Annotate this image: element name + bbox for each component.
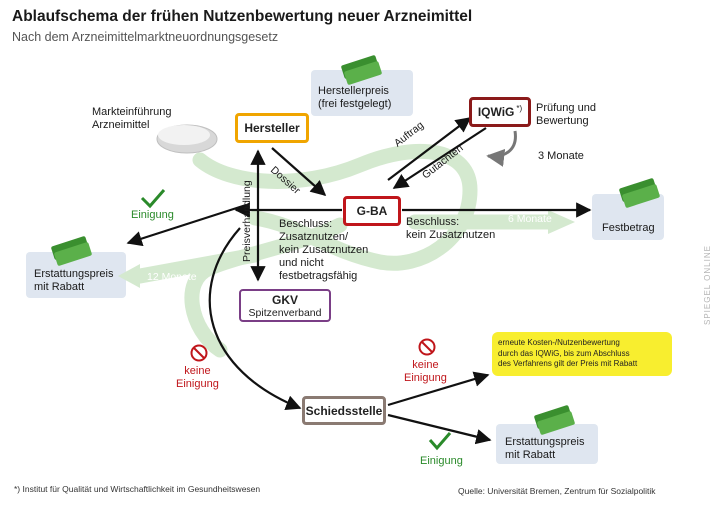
beschluss-ja-line-5: festbetragsfähig <box>279 270 358 282</box>
note-line-1: erneute Kosten-/Nutzenbewertung <box>498 338 620 347</box>
page-subtitle: Nach dem Arzneimittelmarktneuordnungsges… <box>12 30 279 44</box>
arrow-12-monate <box>118 264 140 288</box>
keine-einigung-label-left: keine Einigung <box>176 365 219 391</box>
markteinfuehrung-line-2: Arzneimittel <box>92 119 150 131</box>
festbetrag-label: Festbetrag <box>602 222 655 234</box>
markteinfuehrung-label: Markteinführung Arzneimittel <box>92 106 172 132</box>
einigung-label-left: Einigung <box>131 209 174 221</box>
arrow-schiedsstelle-einigung <box>387 413 492 445</box>
note-line-2: durch das IQWiG, bis zum Abschluss <box>498 348 630 358</box>
erstattung-left-line-1: Erstattungspreis <box>34 268 114 280</box>
arrow-keine-einigung <box>208 227 302 410</box>
arrow-6-monate <box>548 210 575 234</box>
erstattungspreis-right-label: Erstattungspreis mit Rabatt <box>505 436 584 462</box>
arrow-auftrag <box>387 117 472 181</box>
einigung-label-right: Einigung <box>420 455 463 467</box>
pruefung-line-2: Bewertung <box>536 115 589 127</box>
gkv-label: GKV <box>271 292 298 307</box>
erstattung-right-line-1: Erstattungspreis <box>505 436 585 448</box>
watermark: SPIEGEL ONLINE <box>703 245 712 325</box>
markteinfuehrung-line-1: Markteinführung <box>92 106 172 118</box>
hersteller-label: Hersteller <box>244 121 300 135</box>
arrow-dossier <box>271 147 327 197</box>
iqwig-footnote-mark: *) <box>516 103 523 113</box>
footnote: *) Institut für Qualität und Wirtschaftl… <box>14 484 261 494</box>
arrow-gutachten <box>392 127 487 189</box>
beschluss-ja-line-1: Beschluss: <box>279 218 333 230</box>
zwoelf-monate-label: 12 Monate <box>147 271 197 283</box>
money-icon-erstattung-left <box>51 236 92 266</box>
keine-einigung-line: Einigung <box>176 378 219 390</box>
money-icon-festbetrag <box>619 178 660 208</box>
arrow-einigung <box>126 203 247 247</box>
beschluss-nein-line-1: Beschluss: <box>406 216 460 228</box>
gkv-node: GKV Spitzenverband <box>239 289 331 322</box>
keine-right-line: keine <box>412 359 439 371</box>
erstattung-left-line-2: mit Rabatt <box>34 281 85 293</box>
schiedsstelle-label: Schiedsstelle <box>305 403 383 418</box>
pruefung-line-1: Prüfung und <box>536 102 596 114</box>
keine-einigung-label-right: keine Einigung <box>404 359 447 385</box>
iqwig-label: IQWiG <box>477 105 515 119</box>
pill-icon <box>156 124 218 154</box>
beschluss-ja-line-2: Zusatznutzen/ <box>279 231 349 243</box>
check-icon-right <box>428 432 452 451</box>
note-box: erneute Kosten-/Nutzenbewertung durch da… <box>492 332 672 376</box>
gba-node: G-BA <box>343 196 401 226</box>
hersteller-node: Hersteller <box>235 113 309 143</box>
herstellerpreis-label: Herstellerpreis (frei festgelegt) <box>318 85 391 111</box>
beschluss-ja-line-4: und nicht <box>279 257 324 269</box>
iqwig-node: IQWiG*) <box>469 97 531 127</box>
schiedsstelle-node: Schiedsstelle <box>302 396 386 425</box>
erstattungspreis-left-label: Erstattungspreis mit Rabatt <box>34 268 113 294</box>
beschluss-nein-line-2: kein Zusatznutzen <box>406 229 496 241</box>
drei-monate-label: 3 Monate <box>538 150 584 162</box>
beschluss-zusatznutzen: Beschluss: Zusatznutzen/ kein Zusatznutz… <box>279 218 368 283</box>
erstattung-right-line-2: mit Rabatt <box>505 449 556 461</box>
no-icon-left <box>190 344 208 362</box>
pruefung-label: Prüfung und Bewertung <box>536 102 596 128</box>
check-icon-left <box>140 189 166 209</box>
no-icon-right <box>418 338 436 356</box>
page-title: Ablaufschema der frühen Nutzenbewertung … <box>12 8 473 25</box>
money-icon-herstellerpreis <box>341 55 382 85</box>
gkv-sublabel: Spitzenverband <box>248 306 322 319</box>
preisverhandlung-label: Preisverhandlung <box>241 180 253 262</box>
herstellerpreis-line-2: (frei festgelegt) <box>318 98 392 110</box>
arrow-3-monate <box>486 130 517 167</box>
beschluss-kein-zusatznutzen: Beschluss: kein Zusatznutzen <box>406 216 495 242</box>
herstellerpreis-line-1: Herstellerpreis <box>318 85 389 97</box>
note-line-3: des Verfahrens gilt der Preis mit Rabatt <box>498 359 638 368</box>
sechs-monate-label: 6 Monate <box>508 213 552 225</box>
beschluss-ja-line-3: kein Zusatznutzen <box>279 244 369 256</box>
keine-einigung-right-line: Einigung <box>404 372 447 384</box>
keine-line: keine <box>184 365 211 377</box>
gba-label: G-BA <box>356 204 388 218</box>
source-credit: Quelle: Universität Bremen, Zentrum für … <box>458 486 656 496</box>
green-flow-band <box>132 143 556 358</box>
arrow-schiedsstelle-keine <box>387 371 490 407</box>
money-icon-erstattung-right <box>534 405 575 435</box>
